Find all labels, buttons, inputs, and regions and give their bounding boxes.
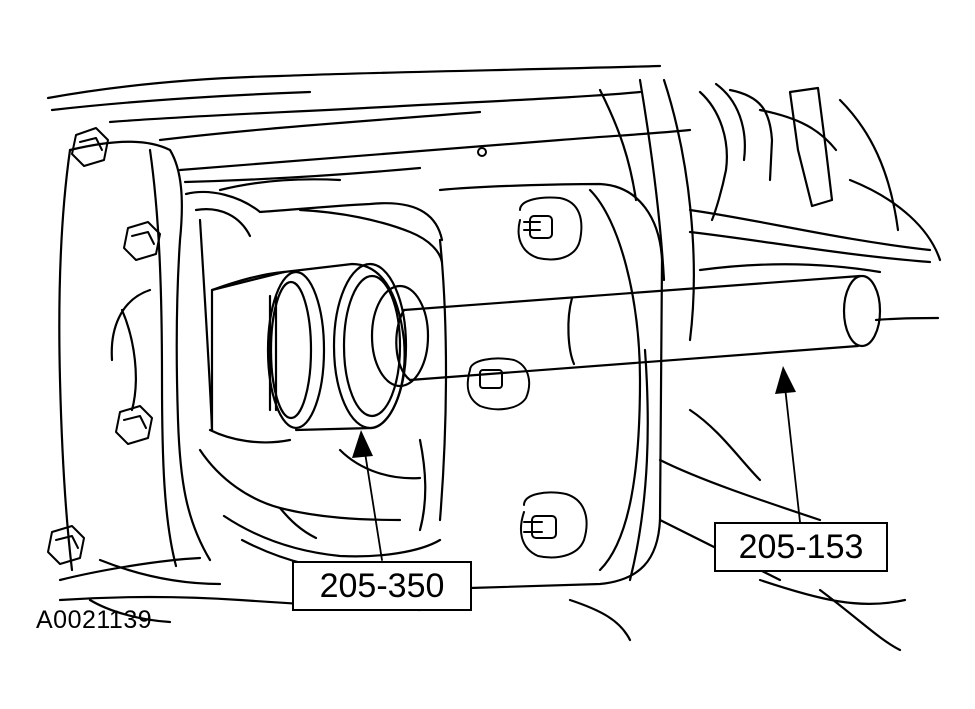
bolt-4 [47,525,85,565]
bolt-3 [115,405,153,445]
bolt-1 [71,127,109,167]
flange-bolts [47,127,161,565]
stud-lower [520,491,588,559]
leader-205-153 [775,366,801,523]
extension-housing [184,178,448,574]
callout-label-205-153: 205-153 [714,522,888,572]
leader-205-350 [352,430,383,561]
stud-upper [517,196,583,261]
bell-housing-flange [58,140,222,586]
callout-label-205-350: 205-350 [292,561,472,611]
transmission-housing [46,64,942,652]
stud-middle [466,357,531,411]
tool-205-153 [395,274,882,382]
mount-studs [466,147,588,559]
tool-205-350 [210,262,430,432]
figure-id-label: A0021139 [36,606,153,634]
bolt-2 [123,221,161,261]
